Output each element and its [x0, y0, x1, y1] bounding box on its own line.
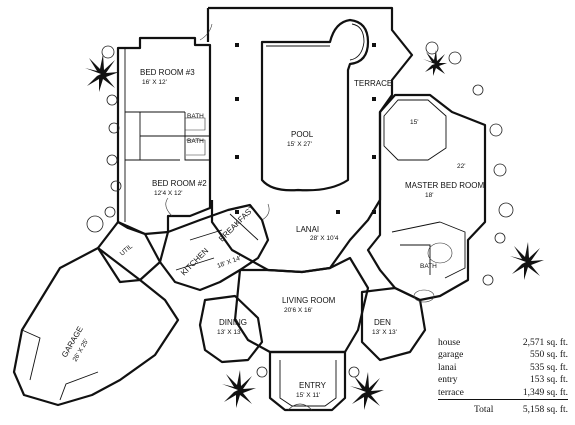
- master-bath-label: BATH: [420, 263, 437, 270]
- lanai-name: LANAI: [296, 225, 319, 234]
- living-room-walls: [233, 256, 370, 354]
- kitchen-name: KITCHEN: [179, 246, 210, 277]
- bedroom2-dims: 12'4 X 12': [154, 190, 183, 197]
- bedroom2-name: BED ROOM #2: [152, 179, 207, 188]
- bedroom-wing-partitions: [124, 48, 210, 222]
- bedroom3-dims: 16' X 12': [142, 79, 167, 86]
- palm-tree-icon: [423, 50, 447, 76]
- palm-tree-icon: [350, 372, 384, 410]
- lanai-columns: [235, 43, 376, 214]
- lanai-dims: 28' X 10'4: [310, 235, 339, 242]
- util-label: UTIL: [119, 243, 135, 258]
- dining-dims: 13' X 13': [217, 329, 242, 336]
- pool-outline: [260, 18, 370, 192]
- palm-tree-icon: [85, 54, 119, 92]
- kitchen-walls: [158, 203, 270, 292]
- bath1-label: BATH: [187, 113, 204, 120]
- terrace-name: TERRACE: [354, 79, 392, 88]
- entry-name: ENTRY: [299, 381, 327, 390]
- pool-dims: 15' X 27': [287, 141, 312, 148]
- pool-name: POOL: [291, 130, 314, 139]
- master-name: MASTER BED ROOM: [405, 181, 484, 190]
- palm-tree-icon: [510, 242, 544, 280]
- kitchen-dims: 18' X 14': [216, 255, 242, 270]
- den-dims: 13' X 13': [372, 329, 397, 336]
- dining-name: DINING: [219, 318, 247, 327]
- garage-walls: [12, 246, 180, 407]
- den-name: DEN: [374, 318, 391, 327]
- utility-walls: [96, 220, 162, 284]
- living-name: LIVING ROOM: [282, 296, 336, 305]
- dining-walls: [198, 294, 264, 364]
- entry-dims: 15' X 11': [296, 392, 320, 399]
- pool-coping: [266, 23, 365, 61]
- entry-walls: [268, 350, 347, 412]
- master-dims: 18': [425, 192, 433, 199]
- breakfast-name: BREAKFAST: [217, 204, 257, 244]
- master-spa: [413, 289, 435, 303]
- shrub-icons: [86, 41, 514, 378]
- living-dims: 20'6 X 16': [284, 307, 313, 314]
- bath2-label: BATH: [187, 138, 204, 145]
- master-suite-walls: [366, 93, 487, 302]
- bedroom3-name: BED ROOM #3: [140, 68, 195, 77]
- master-side-dim: 22': [457, 163, 465, 170]
- bedroom-wing-walls: [116, 36, 212, 236]
- master-bay-dim: 15': [410, 119, 418, 126]
- master-tub: [427, 242, 453, 264]
- door-swings: [165, 23, 313, 411]
- palm-tree-icon: [222, 370, 256, 408]
